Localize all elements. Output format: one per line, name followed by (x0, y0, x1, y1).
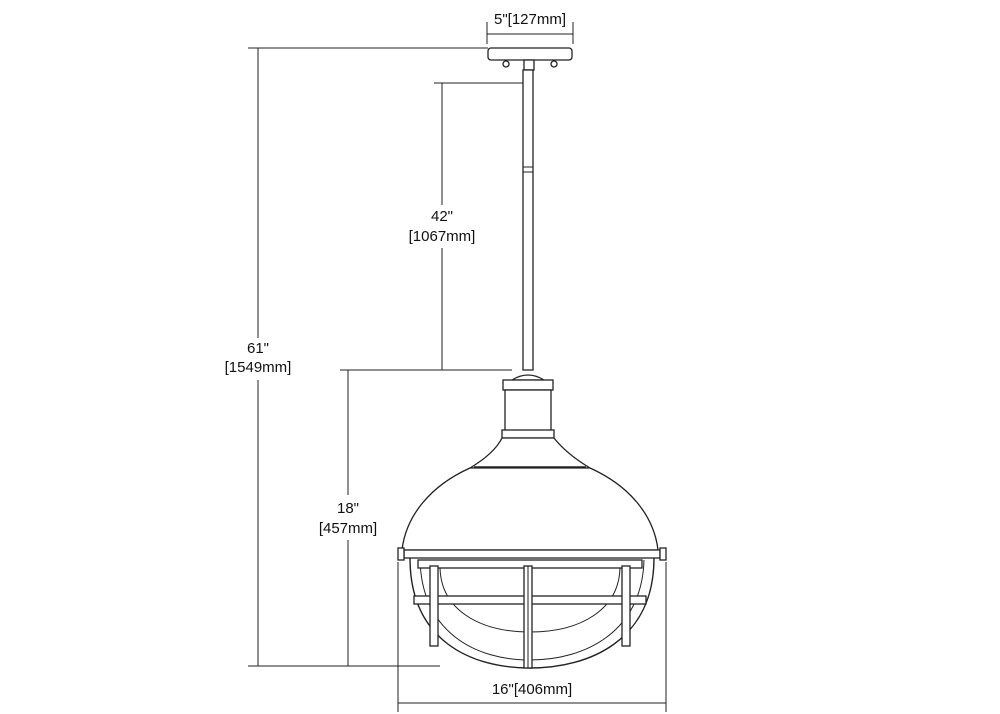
downrod-tube (522, 69, 534, 371)
canopy-width-dimension: 5"[127mm] (486, 11, 574, 44)
neck-collar (502, 379, 554, 391)
fixture-height-dimension: 18" [457mm] (319, 369, 434, 666)
fixture-height-mm-label: [457mm] (319, 520, 377, 537)
neck-cap (509, 374, 547, 381)
fixture-height-in-label: 18" (337, 500, 359, 517)
rod-length-in-label: 42" (431, 208, 453, 225)
shade-dome (401, 467, 659, 551)
canopy-plate (487, 47, 573, 61)
rim-knob-right (659, 547, 667, 561)
rod-length-mm-label: [1067mm] (409, 228, 476, 245)
canopy-screw-left (502, 60, 510, 68)
canopy-swivel (523, 59, 535, 71)
rim-plate (403, 549, 661, 559)
neck-ring (501, 429, 555, 439)
overall-height-dimension: 61" [1549mm] (225, 47, 488, 667)
fixture-width-label: 16"[406mm] (492, 681, 572, 698)
downrod (522, 69, 534, 371)
canopy-width-label: 5"[127mm] (494, 11, 566, 28)
shade-top-band (467, 437, 593, 469)
neck-body (504, 389, 552, 433)
dome-shade (401, 437, 659, 551)
fixture-neck (501, 374, 555, 439)
rim-flange (397, 547, 667, 561)
cage-bar-left (429, 565, 439, 647)
canopy-screw-right (550, 60, 558, 68)
cage-bar-right (621, 565, 631, 647)
rim-knob-left (397, 547, 405, 561)
rod-length-dimension: 42" [1067mm] (409, 82, 524, 371)
overall-height-mm-label: [1549mm] (225, 359, 292, 376)
fixture-width-dimension: 16"[406mm] (397, 562, 667, 712)
overall-height-in-label: 61" (247, 340, 269, 357)
canopy (487, 47, 573, 71)
glass-cage (409, 557, 655, 669)
